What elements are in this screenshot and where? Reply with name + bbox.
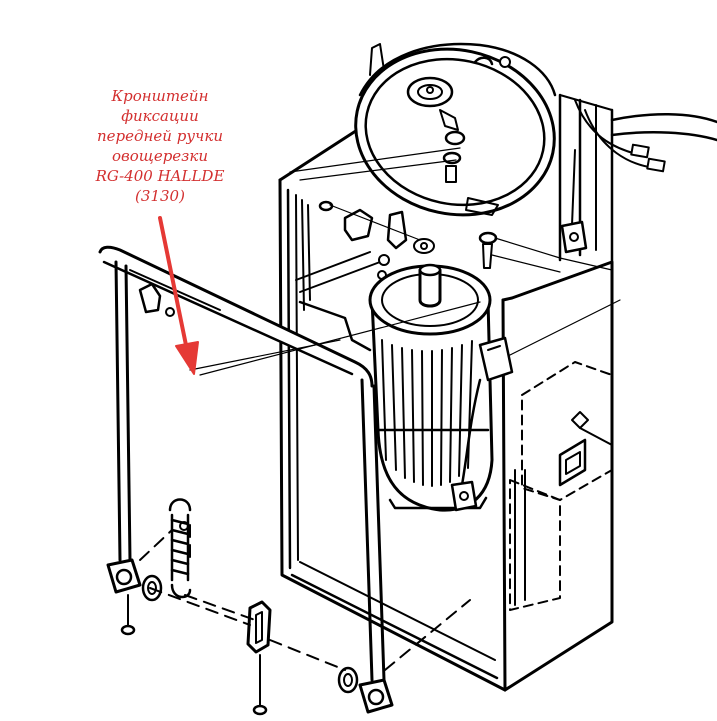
caption-line-2: фиксации [121, 107, 199, 125]
fastener-stack [318, 130, 498, 280]
motor [368, 263, 514, 512]
caption-line-3: передней ручки [97, 127, 223, 145]
part-caption: Кронштейн фиксации передней ручки овощер… [70, 86, 250, 206]
caption-line-4: овощерезки [112, 147, 208, 165]
spring-assembly [168, 498, 272, 716]
machine-housing [278, 93, 717, 692]
assembly-lines [139, 147, 621, 671]
caption-line-1: Кронштейн [111, 87, 209, 105]
arrow-pointer-icon [158, 216, 199, 375]
caption-line-5: RG-400 HALLDE [95, 167, 225, 185]
caption-line-6: (3130) [135, 187, 185, 205]
handle-bracket-frame [98, 245, 394, 714]
